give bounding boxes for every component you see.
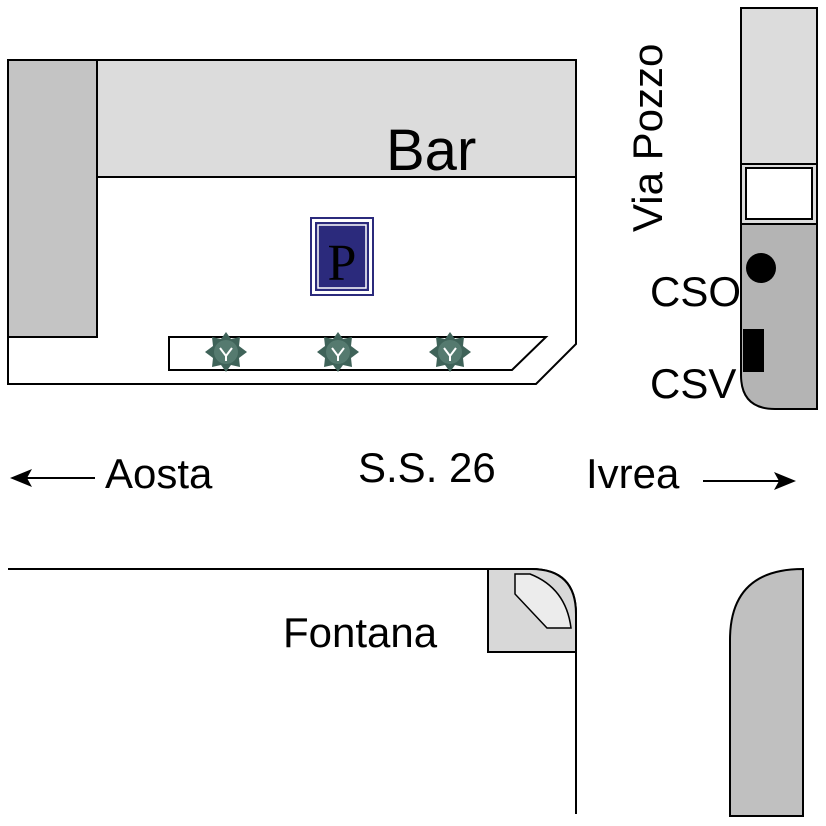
service-station-area — [740, 223, 818, 410]
road-name-label: S.S. 26 — [358, 444, 496, 491]
arrow-right-icon — [703, 472, 796, 490]
filled-circle-icon — [746, 253, 776, 283]
arrow-left-icon — [10, 469, 95, 487]
parking-sign-icon — [310, 217, 374, 296]
lower-right-building — [729, 567, 804, 817]
cso-label: CSO — [650, 268, 741, 315]
left-building — [7, 59, 98, 338]
bar-building — [96, 59, 577, 178]
bar-label: Bar — [386, 118, 476, 183]
parking-lot-outline — [7, 177, 577, 385]
via-pozzo-label: Via Pozzo — [624, 44, 671, 232]
tree-icon — [205, 332, 247, 372]
aosta-label: Aosta — [105, 450, 213, 497]
filled-rectangle-icon — [743, 329, 764, 372]
ivrea-label: Ivrea — [586, 450, 680, 497]
fontana-label: Fontana — [283, 609, 438, 656]
fountain-marker — [487, 568, 577, 653]
tree-icon — [429, 332, 471, 372]
tree-icon — [317, 332, 359, 372]
parking-letter: P — [328, 235, 357, 292]
via-pozzo-building-top — [740, 7, 818, 165]
csv-label: CSV — [650, 360, 736, 407]
via-pozzo-building-window — [745, 167, 813, 220]
